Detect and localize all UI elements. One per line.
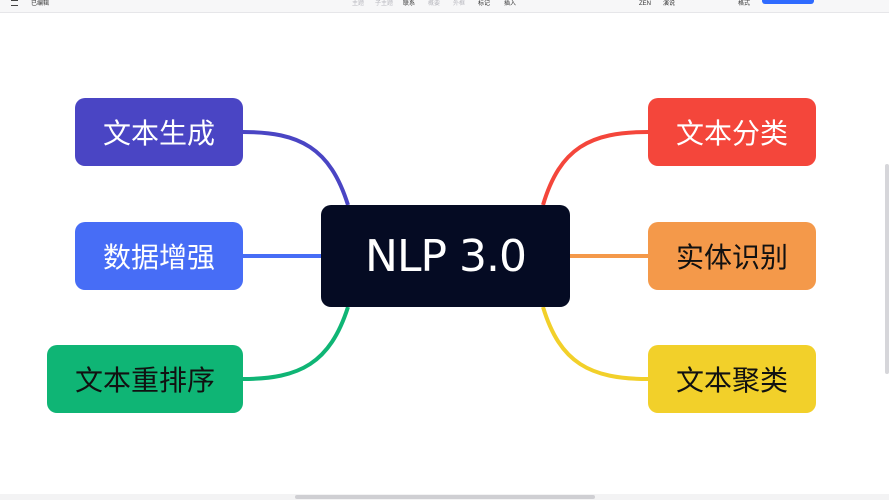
topic-text-clustering[interactable]: 文本聚类 <box>648 345 816 413</box>
toolbar-insert-button[interactable]: 插入 <box>504 1 517 7</box>
pitch-mode-button[interactable]: 演说 <box>663 1 676 7</box>
toolbar-relationship-button[interactable]: 联系 <box>403 1 416 7</box>
share-button[interactable] <box>762 0 814 4</box>
central-topic[interactable]: NLP 3.0 <box>321 205 570 307</box>
topic-text-reranking[interactable]: 文本重排序 <box>47 345 243 413</box>
toolbar-topic-button[interactable]: 主题 <box>352 1 365 7</box>
toolbar-subtopic-button[interactable]: 子主题 <box>375 1 394 7</box>
topic-data-augmentation[interactable]: 数据增强 <box>75 222 243 290</box>
format-panel-button[interactable]: 格式 <box>738 1 751 7</box>
toolbar-marker-button[interactable]: 标记 <box>478 1 491 7</box>
topic-entity-recognition[interactable]: 实体识别 <box>648 222 816 290</box>
edit-status: 已编辑 <box>31 1 50 7</box>
horizontal-scrollbar[interactable] <box>295 495 595 499</box>
topic-text-generation[interactable]: 文本生成 <box>75 98 243 166</box>
topic-text-classification[interactable]: 文本分类 <box>648 98 816 166</box>
toolbar-boundary-button[interactable]: 外框 <box>453 1 466 7</box>
top-toolbar: 已编辑 主题 子主题 联系 概要 外框 标记 插入 ZEN 演说 格式 <box>0 0 889 13</box>
mindmap-canvas[interactable]: 文本生成 数据增强 文本重排序 文本分类 实体识别 文本聚类 <box>0 13 889 493</box>
connectors <box>242 130 649 381</box>
menu-icon[interactable] <box>11 0 18 6</box>
connector-right-1 <box>541 130 649 206</box>
connector-left-1 <box>242 130 350 206</box>
connector-right-3 <box>541 306 649 381</box>
zen-mode-button[interactable]: ZEN <box>639 1 651 7</box>
connector-left-3 <box>242 306 350 381</box>
toolbar-summary-button[interactable]: 概要 <box>428 1 441 7</box>
vertical-scrollbar[interactable] <box>885 164 889 374</box>
